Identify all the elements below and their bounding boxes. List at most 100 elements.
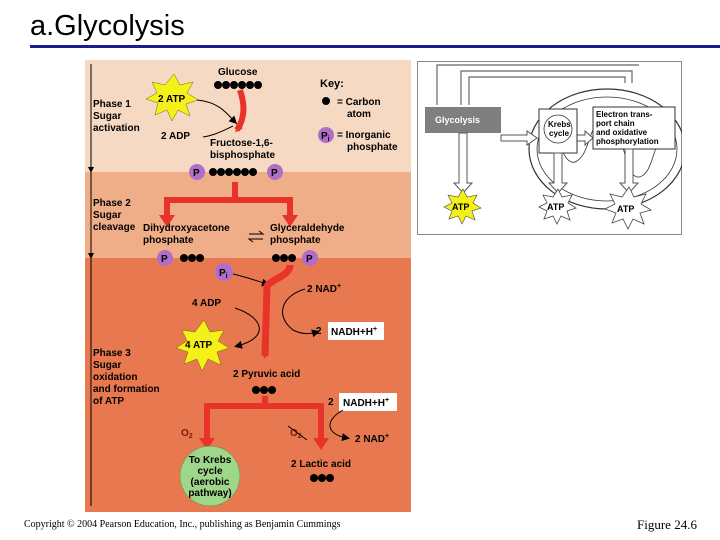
phase2-sub2: cleavage [93, 222, 136, 233]
copyright-notice: Copyright © 2004 Pearson Education, Inc.… [24, 519, 341, 530]
svg-text:P: P [306, 254, 313, 265]
g3p-molecule: P [272, 250, 318, 266]
glucose-carbon-chain [214, 81, 262, 89]
adp2-label: 2 ADP [161, 131, 190, 142]
slide-title: a.Glycolysis [30, 10, 185, 42]
phase3-sub3: and formation [93, 384, 160, 395]
inset-atp-burst-3 [603, 186, 653, 230]
dhap-label: Dihydroxyacetone [143, 223, 230, 234]
arrow-glucose-fructose [234, 89, 247, 133]
key-pi-text2: phosphate [347, 142, 398, 153]
lactic-molecule [310, 474, 334, 482]
inset-etc-label3: and oxidative [596, 128, 648, 137]
phase-arrow-2 [88, 253, 94, 259]
fructose-label2: bisphosphate [210, 150, 275, 161]
key-carbon-text: = Carbon [337, 97, 381, 108]
inset-glycolysis-label: Glycolysis [435, 115, 480, 125]
krebs-circle [179, 445, 241, 507]
equilibrium-arrows [247, 230, 265, 243]
nadh-box-1 [328, 322, 384, 340]
key-carbon-text2: atom [347, 109, 371, 120]
phase3-sub: Sugar [93, 360, 121, 371]
svg-text:P: P [161, 254, 168, 265]
arrow-head-krebs [199, 438, 215, 450]
o2-aerobic: O2 [181, 428, 193, 440]
key-title: Key: [320, 78, 344, 90]
arrow-cleavage [164, 182, 293, 218]
arrow-oxidation [261, 264, 294, 359]
inset-atp-burst-2 [538, 188, 577, 225]
arrow-nadh-nad [329, 409, 350, 442]
inset-etc-label4: phosphorylation [596, 137, 659, 146]
inset-arrow-atp-1 [452, 132, 474, 194]
g3p-label: Glyceraldehyde [270, 223, 345, 234]
o2-strike [287, 425, 308, 441]
key-carbon-dot [322, 97, 330, 105]
nadh-box-2 [339, 393, 397, 411]
lactic-label: 2 Lactic acid [291, 459, 351, 470]
nadh-label-1: NADH+H+ [331, 326, 377, 338]
atp4-starburst [175, 319, 230, 372]
phase3-sub4: of ATP [93, 396, 124, 407]
arrow-atp-adp [196, 99, 238, 125]
phase1-label: Phase 1 [93, 99, 131, 110]
phase2-band [85, 172, 411, 258]
fructose-molecule: P P [189, 164, 283, 180]
krebs-text-3: (aerobic [191, 477, 230, 488]
key-legend: Key: = Carbon atom Pi = Inorganic phosph… [318, 78, 398, 153]
glucose-label: Glucose [218, 67, 258, 78]
inset-krebs-label2: cycle [549, 129, 570, 138]
nadh-coef-2: 2 [328, 397, 334, 408]
inset-etc-box [592, 106, 676, 150]
inset-arrow-atp-2 [547, 152, 569, 194]
arrow-head-lactic [313, 438, 329, 450]
pyruvic-label: 2 Pyruvic acid [233, 369, 300, 380]
krebs-text-2: cycle [197, 466, 222, 477]
nadh-coef-1: 2 [316, 326, 322, 337]
inset-atp-label-3: ATP [617, 204, 634, 214]
title-divider [30, 45, 720, 48]
pi-circle [215, 263, 233, 281]
pyruvic-molecule [252, 386, 276, 394]
inset-etc-label: Electron trans- [596, 110, 653, 119]
inset-etc-label2: port chain [596, 119, 635, 128]
arrow-branch [204, 396, 324, 440]
nad-label: 2 NAD+ [307, 283, 341, 295]
inset-krebs-cycle [543, 114, 573, 144]
arrow-to-adp [202, 125, 234, 138]
krebs-text-4: pathway) [188, 488, 231, 499]
krebs-text-1: To Krebs [189, 455, 232, 466]
arrow-nad-nadh [282, 288, 320, 338]
key-pi-symbol: Pi [321, 131, 330, 143]
svg-text:P: P [193, 168, 200, 179]
svg-text:P: P [271, 168, 278, 179]
atp4-label: 4 ATP [185, 340, 213, 351]
key-pi-text: = Inorganic [337, 130, 391, 141]
phase1-sub: Sugar [93, 111, 121, 122]
phase-arrow-1 [88, 167, 94, 173]
atp2-label: 2 ATP [158, 94, 186, 105]
arrow-adp-atp [234, 307, 260, 349]
atp2-starburst [145, 73, 199, 122]
arrow-head-dhap [159, 215, 175, 227]
dhap-molecule: P [157, 250, 204, 266]
inset-krebs-label: Krebs [548, 120, 571, 129]
inset-atp-burst-1 [443, 188, 482, 225]
mitochondrion-inner [536, 96, 678, 202]
inset-arrow-to-etc [576, 129, 594, 147]
phase3-band [85, 258, 411, 512]
adp4-label: 4 ADP [192, 298, 221, 309]
pi-label: Pi [219, 268, 228, 280]
arrow-head-g3p [282, 215, 298, 227]
phase2-label: Phase 2 [93, 198, 131, 209]
inset-atp-label-1: ATP [452, 202, 469, 212]
fructose-label: Fructose-1,6- [210, 138, 273, 149]
phase3-sub2: oxidation [93, 372, 137, 383]
nadh-label-2: NADH+H+ [343, 397, 389, 409]
phase3-label: Phase 3 [93, 348, 131, 359]
inset-arrow-to-krebs [500, 130, 538, 146]
g3p-label2: phosphate [270, 235, 321, 246]
figure-number: Figure 24.6 [637, 517, 697, 532]
inset-glycolysis-box [425, 107, 501, 133]
nad-label-2: 2 NAD+ [355, 433, 389, 445]
